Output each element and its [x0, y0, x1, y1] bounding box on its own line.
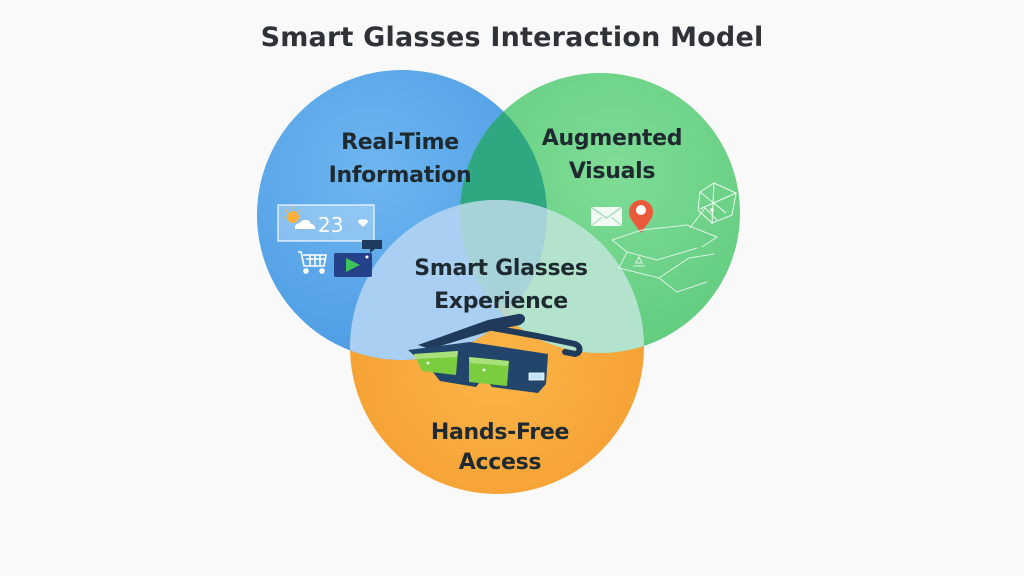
label-line: Augmented [541, 126, 683, 151]
label-hands-free-access: Hands-Free Access [400, 418, 600, 478]
video-play-icon [334, 253, 372, 277]
mail-icon [590, 206, 623, 227]
shopping-cart-icon [298, 251, 327, 274]
label-real-time-information: Real-Time Information [300, 126, 500, 192]
label-line: Smart Glasses [414, 256, 588, 281]
wireframe-map-icon [611, 207, 719, 293]
map-pin-icon [629, 200, 653, 233]
diagram-title: Smart Glasses Interaction Model [260, 22, 764, 53]
label-line: Hands-Free [430, 420, 570, 445]
weather-widget-icon: 23 [277, 204, 375, 242]
label-line: Information [328, 163, 472, 188]
chat-bubble-icon [362, 240, 382, 253]
label-augmented-visuals: Augmented Visuals [512, 122, 712, 188]
label-line: Experience [434, 289, 568, 314]
svg-text:23: 23 [318, 213, 343, 237]
smart-glasses-icon [408, 313, 583, 393]
label-line: Real-Time [341, 130, 459, 155]
wireframe-globe-icon [697, 182, 737, 225]
label-smart-glasses-experience: Smart Glasses Experience [386, 252, 616, 318]
label-line: Visuals [568, 159, 656, 184]
label-line: Access [458, 450, 542, 475]
